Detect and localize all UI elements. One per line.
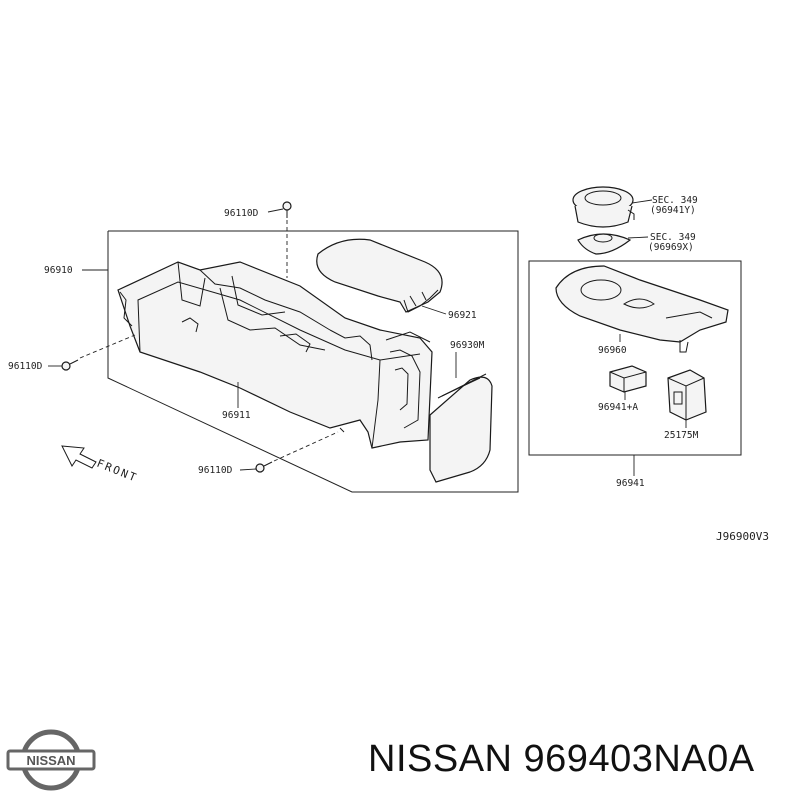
label-sec1-a: SEC. 349: [652, 195, 698, 206]
screw-bottom: [255, 461, 273, 473]
side-panel-96930m: [429, 373, 493, 483]
label-96960: 96960: [598, 345, 627, 356]
sec349-ring-part: [572, 186, 635, 228]
finisher-group-frame: [528, 260, 742, 456]
label-96910: 96910: [44, 265, 73, 276]
label-96921: 96921: [448, 310, 477, 321]
label-96110d-bottom: 96110D: [198, 465, 233, 476]
label-96110d-left: 96110D: [8, 361, 43, 372]
leader-96921: [421, 305, 447, 315]
console-body-96911: [117, 261, 433, 449]
leader-96110d-bottom: [239, 468, 257, 471]
label-25175m: 25175M: [664, 430, 699, 441]
label-sec2-a: SEC. 349: [650, 232, 696, 243]
logo-wordmark: NISSAN: [26, 753, 75, 768]
label-96930m: 96930M: [450, 340, 485, 351]
label-96941: 96941: [616, 478, 645, 489]
diagram-code: J96900V3: [716, 530, 769, 543]
front-arrow-icon: [61, 445, 97, 469]
console-lid-96921: [316, 238, 443, 313]
label-96911: 96911: [222, 410, 251, 421]
leader-sec2: [627, 236, 649, 239]
nissan-logo: NISSAN: [6, 729, 96, 791]
leader-sec1: [631, 199, 653, 204]
label-sec1-b: (96941Y): [650, 205, 696, 216]
finisher-96960: [555, 265, 729, 353]
label-sec2-b: (96969X): [648, 242, 694, 253]
label-96941a: 96941+A: [598, 402, 638, 413]
switch-96941a: [609, 365, 647, 393]
unit-25175m: [667, 369, 707, 421]
screw-left-path: [79, 334, 136, 359]
screw-top: [282, 201, 292, 218]
part-number-title: NISSAN 969403NA0A: [368, 738, 755, 780]
sec349-boot-part: [577, 233, 632, 255]
leader-96110d-top: [267, 208, 284, 213]
screw-bottom-path: [273, 431, 339, 462]
front-label: FRONT: [95, 457, 140, 485]
screw-left: [61, 359, 79, 371]
label-96110d-top: 96110D: [224, 208, 259, 219]
console-group-frame: [107, 230, 519, 493]
